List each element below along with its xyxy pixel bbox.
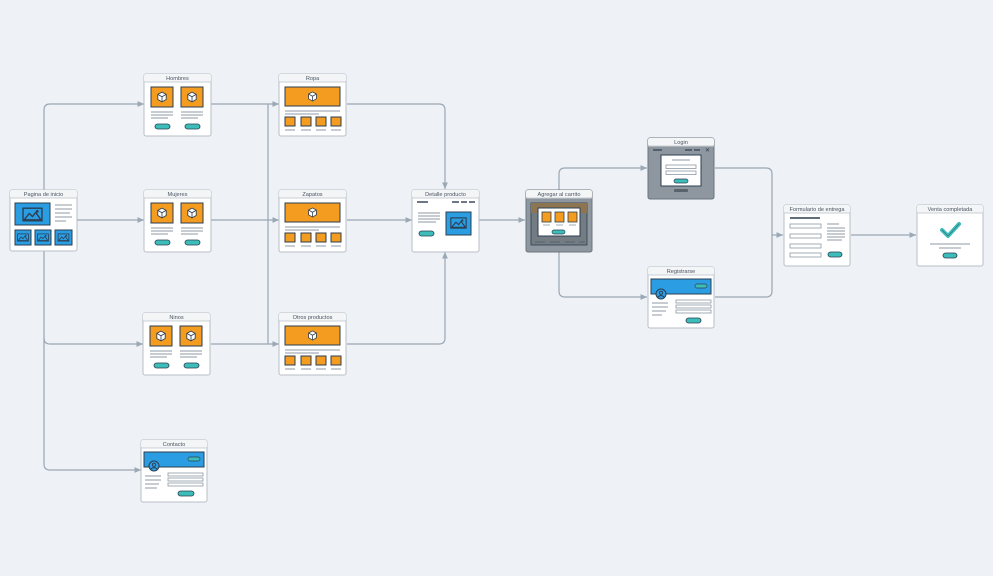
edge-login-entrega — [715, 167, 773, 298]
node-title: Pagina de inicio — [24, 192, 64, 198]
edge-carrito-registrarse — [558, 252, 647, 300]
node-title: Formulario de entrega — [789, 207, 845, 213]
edge-otros-detalle — [347, 252, 448, 345]
node-title: Login — [674, 140, 688, 146]
node-title: Agregar al carrito — [538, 192, 581, 198]
node-otros-productos[interactable]: Otros productos — [278, 312, 347, 376]
box-icon — [308, 330, 317, 341]
box-icon — [187, 91, 197, 103]
node-title: Ninos — [169, 315, 184, 321]
node-venta-completada[interactable]: Venta completada — [916, 204, 984, 267]
node-ninos[interactable]: Ninos — [142, 312, 211, 376]
close-icon[interactable]: ✕ — [705, 147, 710, 154]
node-agregar-carrito[interactable]: Agregar al carrito — [525, 189, 593, 253]
node-title: Venta completada — [928, 207, 974, 213]
node-title: Mujeres — [168, 192, 188, 198]
box-icon — [308, 207, 317, 218]
node-pagina-inicio[interactable]: Pagina de inicio — [9, 189, 78, 252]
edge-inicio-hombres — [43, 101, 144, 190]
edge-inicio-contacto — [43, 338, 141, 473]
connectors — [43, 101, 916, 473]
node-title: Zapatos — [302, 192, 322, 198]
node-title: Ropa — [306, 76, 320, 82]
box-icon — [156, 330, 166, 342]
node-ropa[interactable]: Ropa — [278, 73, 347, 137]
node-title: Registrarse — [667, 269, 696, 275]
node-login[interactable]: Login ✕ — [647, 137, 715, 200]
edge-inicio-ninos — [43, 251, 143, 347]
node-formulario-entrega[interactable]: Formulario de entrega — [783, 204, 851, 267]
box-icon — [187, 207, 197, 219]
edge-ropa-detalle — [347, 103, 448, 189]
user-icon — [148, 460, 160, 472]
node-registrarse[interactable]: Registrarse — [647, 266, 715, 329]
node-contacto[interactable]: Contacto — [140, 439, 208, 503]
box-icon — [308, 91, 317, 102]
box-icon — [186, 330, 196, 342]
node-title: Hombres — [166, 76, 189, 82]
edge-carrito-login — [558, 165, 647, 190]
user-icon — [655, 288, 667, 300]
node-zapatos[interactable]: Zapatos — [278, 189, 347, 253]
node-title: Contacto — [163, 442, 185, 448]
node-title: Otros productos — [293, 315, 333, 321]
node-title: Detalle producto — [425, 192, 466, 198]
box-icon — [157, 207, 167, 219]
node-detalle-producto[interactable]: Detalle producto — [411, 189, 480, 253]
node-hombres[interactable]: Hombres — [143, 73, 212, 137]
node-mujeres[interactable]: Mujeres — [143, 189, 212, 253]
box-icon — [157, 91, 167, 103]
